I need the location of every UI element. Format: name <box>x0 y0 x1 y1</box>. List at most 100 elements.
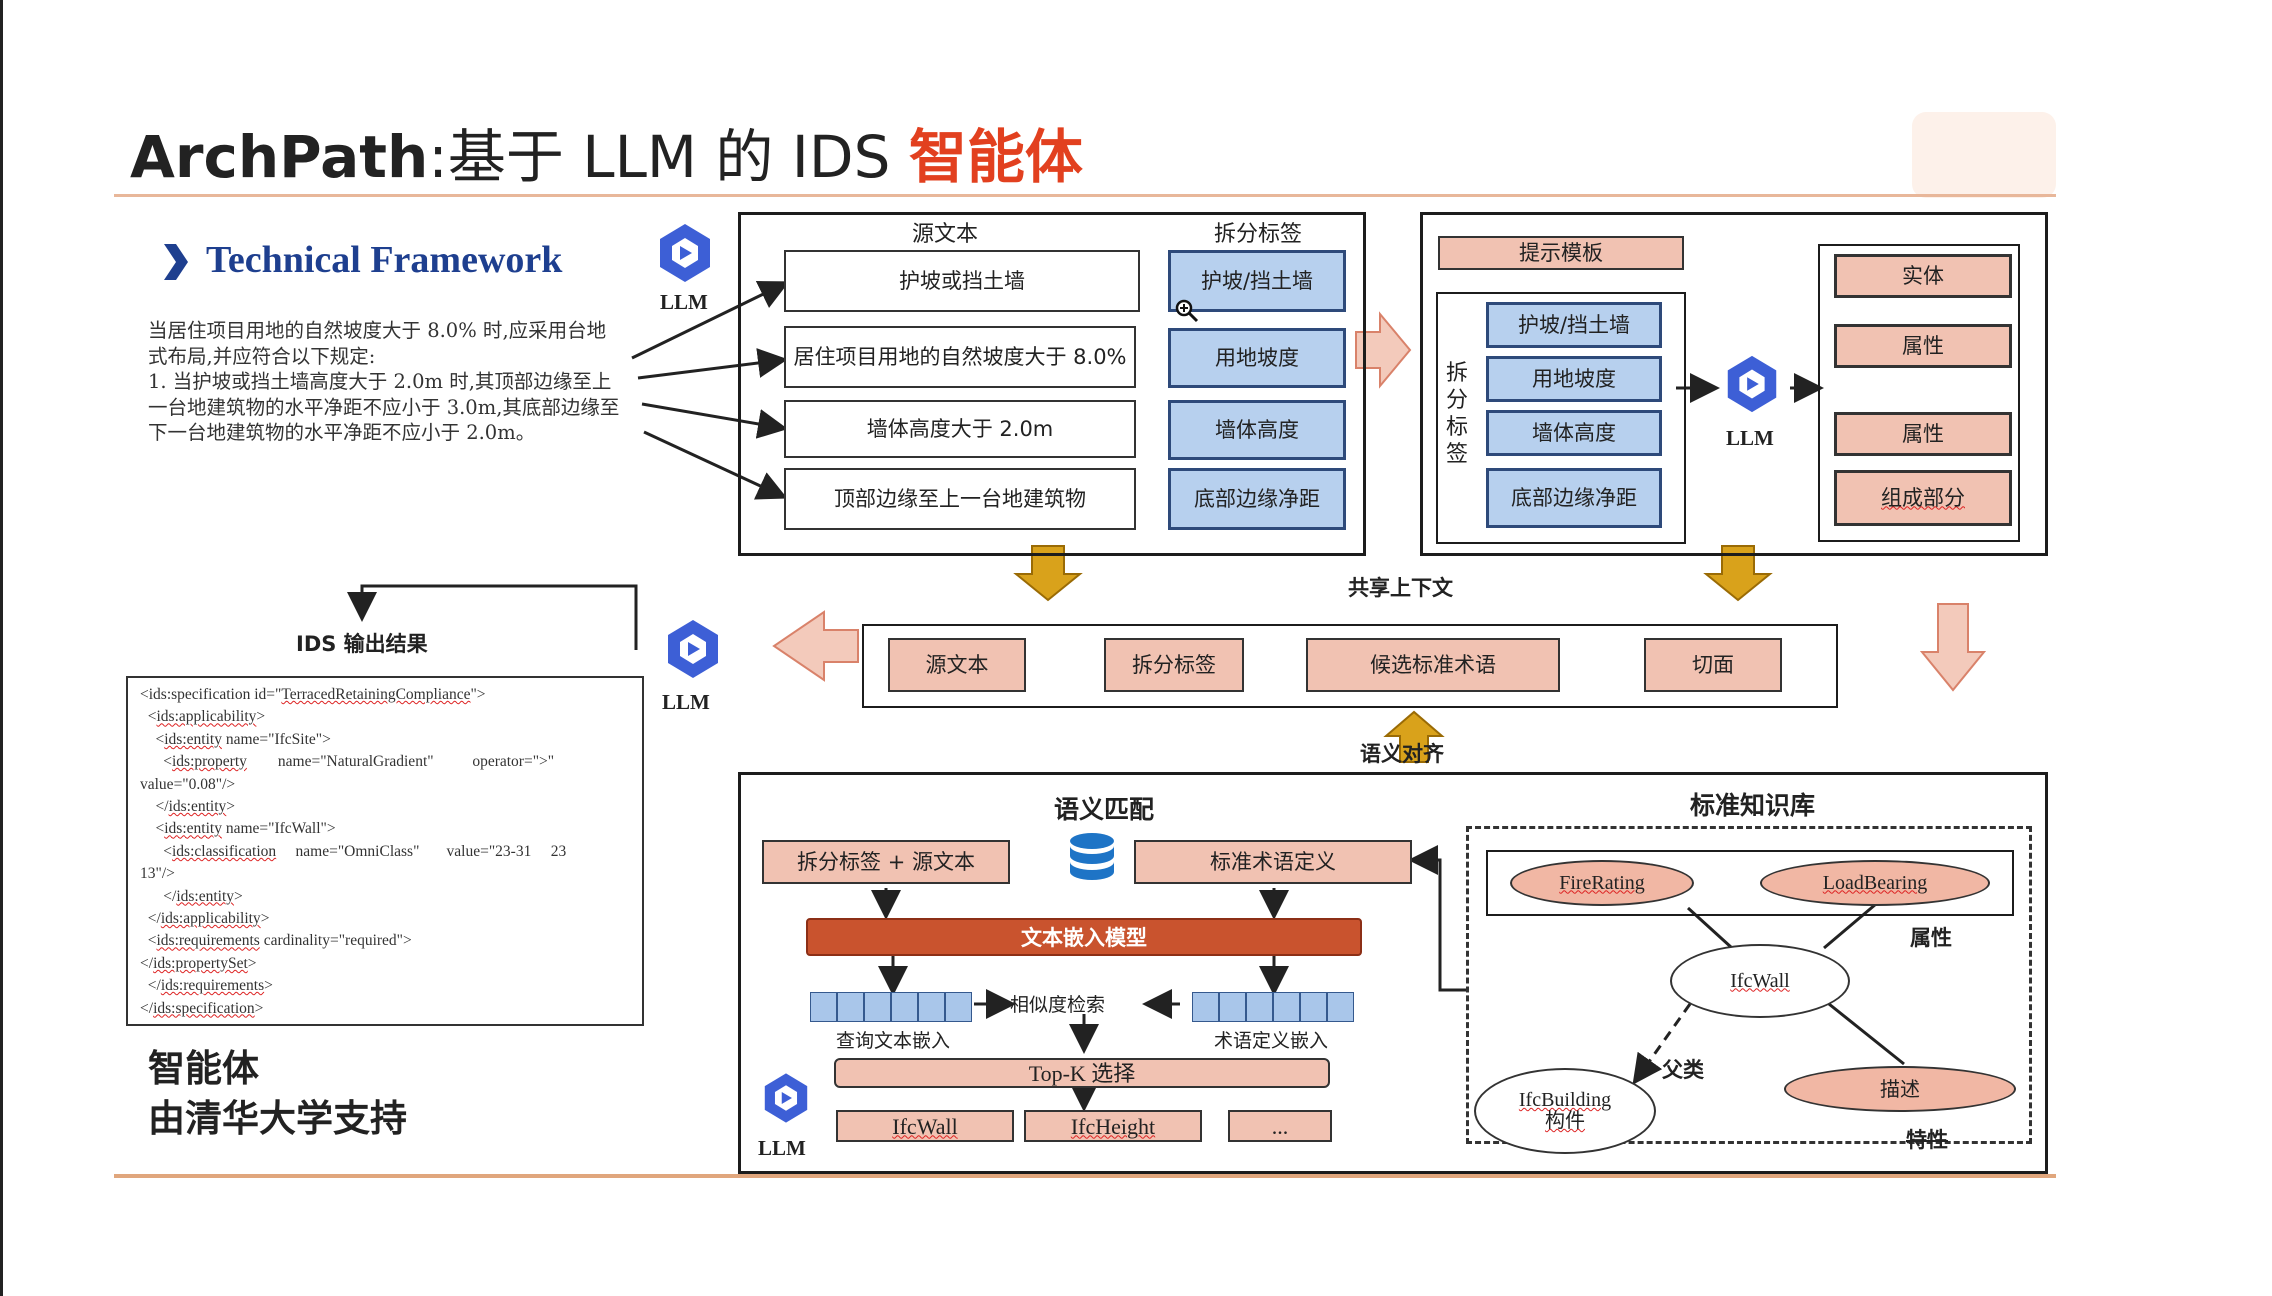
result-item: ... <box>1228 1110 1332 1142</box>
tag-item: 用地坡度 <box>1486 356 1662 402</box>
code-text: "> <box>470 686 486 703</box>
component-text: 构件 <box>1545 1110 1585 1132</box>
vector-cell <box>864 992 891 1022</box>
corner-decoration <box>1912 112 2056 198</box>
code-text: > <box>234 887 243 905</box>
llm-label-2: LLM <box>1726 426 1774 450</box>
code-text: < <box>140 820 165 838</box>
panel-source-split <box>738 212 1366 556</box>
split-tag-header: 拆分标签 <box>1214 222 1303 247</box>
output-item: 实体 <box>1834 254 2012 298</box>
parent-class-label: 父类 <box>1662 1058 1704 1082</box>
source-item: 墙体高度大于 2.0m <box>784 400 1136 458</box>
code-text: > <box>226 798 236 815</box>
ids-code-block <box>126 676 644 1026</box>
vector-cell <box>891 992 918 1022</box>
vector-cell <box>1327 992 1354 1022</box>
code-line: </ids:applicability> <box>140 910 270 928</box>
kb-attribute-row <box>1486 850 2014 916</box>
llm-label-1: LLM <box>660 290 708 314</box>
llm-logo-icon <box>660 224 710 282</box>
source-paragraph: 当居住项目用地的自然坡度大于 8.0% 时,应采用台地式布局,并应符合以下规定:… <box>148 319 620 444</box>
llm-logo-icon <box>764 1073 808 1123</box>
source-item: 居住项目用地的自然坡度大于 8.0% <box>784 326 1136 388</box>
ifcbuilding-node: IfcBuilding 构件 <box>1474 1068 1656 1154</box>
query-embed-label: 查询文本嵌入 <box>836 1030 951 1052</box>
code-text: name="OmniClass" value="23-31 23 <box>276 842 567 860</box>
code-keyword: ids:entity <box>164 820 222 838</box>
description-node: 描述 <box>1784 1066 2016 1112</box>
code-keyword: ids:specification <box>153 999 255 1017</box>
prompt-template-box: 提示模板 <box>1438 236 1684 270</box>
kb-dashed-frame <box>1466 826 2032 1144</box>
code-keyword: ids:requirements <box>160 977 265 995</box>
code-line: <ids:entity name="IfcSite"> <box>140 731 331 749</box>
tag-item: 用地坡度 <box>1168 328 1346 388</box>
zoom-cursor-icon <box>1175 299 1199 323</box>
framework-title: Technical Framework <box>206 239 563 281</box>
code-text: </ <box>140 798 169 815</box>
code-text: value="0.08"/> <box>140 775 236 793</box>
shared-context-bar <box>862 624 1838 708</box>
similarity-label: 相似度检索 <box>1010 994 1106 1016</box>
code-keyword: ids:property <box>172 753 247 771</box>
kb-title: 标准知识库 <box>1690 791 1816 820</box>
code-text: > <box>247 954 257 972</box>
vector-cell <box>1273 992 1300 1022</box>
tag-item: 底部边缘净距 <box>1486 468 1662 528</box>
agent-caption: 智能体 由清华大学支持 <box>148 1044 407 1144</box>
ifcwall-node: IfcWall <box>1670 944 1850 1018</box>
page-title: ArchPath:基于 LLM 的 IDS 智能体 <box>130 123 1083 191</box>
code-line: </ids:specification> <box>140 1000 263 1018</box>
agent-support: 由清华大学支持 <box>148 1097 407 1140</box>
code-text: name="NaturalGradient" operator=">" <box>246 753 555 771</box>
code-text: name="IfcWall"> <box>221 820 336 838</box>
vector-cell <box>837 992 864 1022</box>
chevron-right-icon <box>164 244 188 280</box>
code-text: </ <box>140 954 154 972</box>
shared-item: 切面 <box>1644 638 1782 692</box>
code-keyword: ids:applicability <box>156 708 257 726</box>
code-text: < <box>140 932 157 950</box>
code-keyword: ids:applicability <box>160 910 261 927</box>
vector-cell <box>1192 992 1219 1022</box>
llm-label-3: LLM <box>662 690 710 714</box>
term-definition-box: 标准术语定义 <box>1134 840 1412 884</box>
code-keyword: ids:entity <box>168 798 227 815</box>
llm-logo-icon <box>1727 355 1777 413</box>
source-item: 顶部边缘至上一台地建筑物 <box>784 468 1136 530</box>
code-text: > <box>260 910 270 927</box>
topk-box: Top-K 选择 <box>834 1058 1330 1088</box>
tag-item: 护坡/挡土墙 <box>1486 302 1662 348</box>
code-line: 13"/> <box>140 865 175 883</box>
ids-output-label: IDS 输出结果 <box>296 632 428 656</box>
output-item: 组成部分 <box>1834 470 2012 526</box>
output-item: 属性 <box>1834 324 2012 368</box>
ifcbuilding-text: IfcBuilding <box>1518 1089 1612 1111</box>
output-group <box>1818 244 2020 542</box>
split-plus-source-box: 拆分标签 + 源文本 <box>762 840 1010 884</box>
code-line: value="0.08"/> <box>140 776 235 794</box>
code-line: </ids:requirements> <box>140 977 273 995</box>
llm-logo-icon <box>668 620 718 678</box>
code-line: </ids:propertySet> <box>140 955 257 973</box>
code-text: < <box>140 708 157 726</box>
vector-cell <box>918 992 945 1022</box>
shared-context-label: 共享上下文 <box>1348 576 1453 600</box>
vector-cell <box>945 992 972 1022</box>
code-text: < <box>140 753 172 771</box>
tag-item: 护坡/挡土墙 <box>1168 250 1346 312</box>
fire-rating-node: FireRating <box>1510 860 1694 906</box>
tag-item: 底部边缘净距 <box>1168 468 1346 530</box>
output-item: 属性 <box>1834 412 2012 456</box>
code-keyword: ids:propertySet <box>153 954 248 972</box>
footer-divider <box>114 1174 2056 1178</box>
code-text: cardinality="required"> <box>259 932 412 950</box>
code-text: > <box>254 999 264 1017</box>
vector-cell <box>1300 992 1327 1022</box>
feature-label: 特性 <box>1906 1128 1948 1152</box>
code-text: > <box>264 977 273 995</box>
code-line: <ids:classification name="OmniClass" val… <box>140 843 566 861</box>
code-text: </ <box>140 910 161 927</box>
agent-title: 智能体 <box>148 1047 259 1090</box>
